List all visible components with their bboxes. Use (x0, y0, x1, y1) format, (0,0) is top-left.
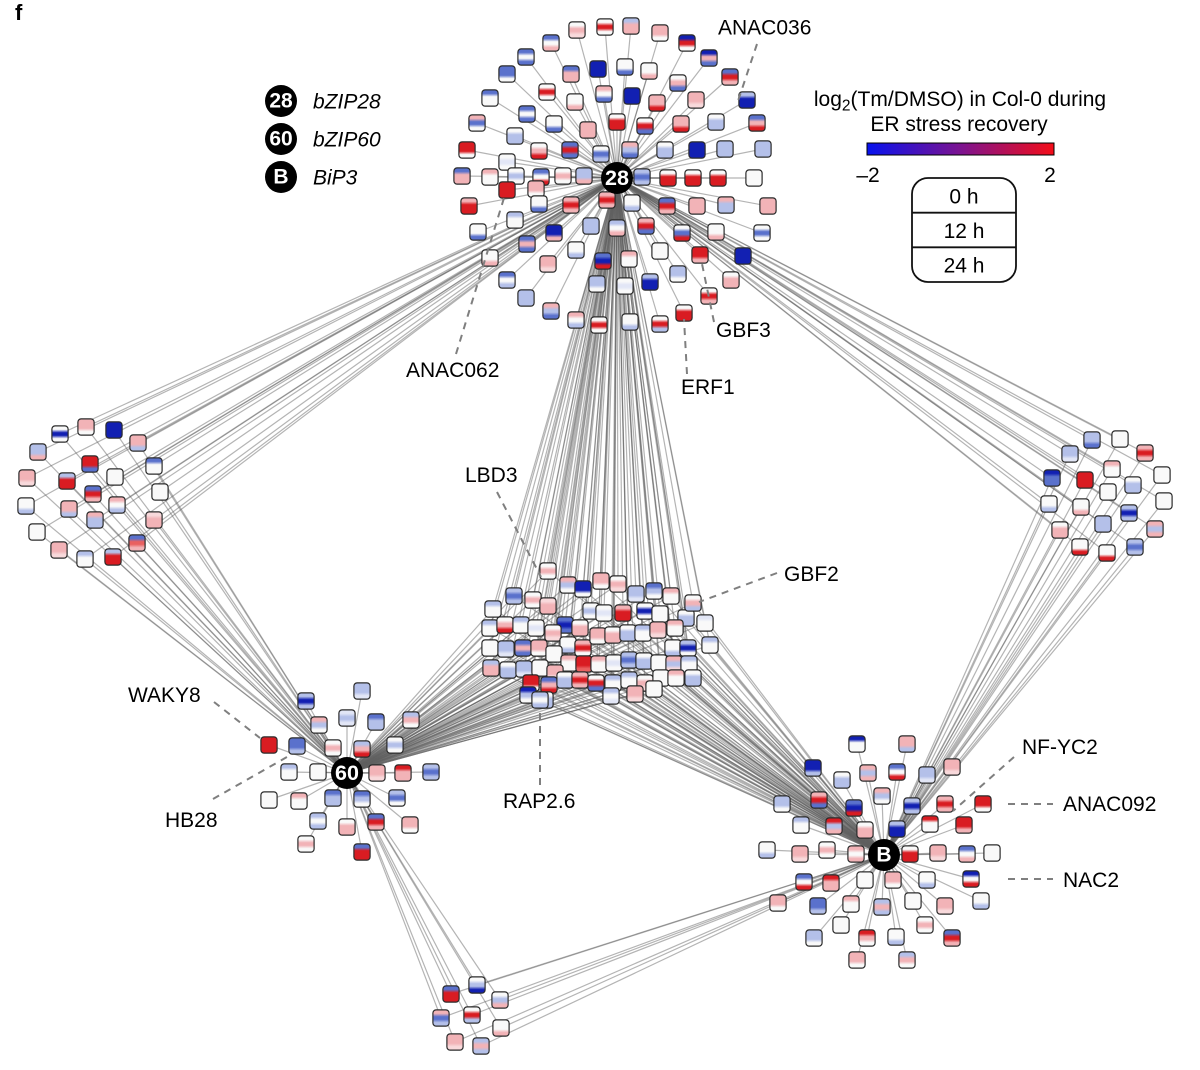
svg-text:B: B (876, 844, 891, 867)
svg-text:bZIP60: bZIP60 (313, 129, 381, 152)
svg-text:0 h: 0 h (949, 186, 978, 209)
svg-text:28: 28 (269, 90, 293, 113)
svg-text:LBD3: LBD3 (465, 464, 518, 487)
svg-text:HB28: HB28 (165, 809, 218, 832)
svg-text:RAP2.6: RAP2.6 (503, 790, 575, 813)
svg-text:ERF1: ERF1 (681, 376, 735, 399)
svg-text:WAKY8: WAKY8 (128, 684, 201, 707)
svg-text:12 h: 12 h (944, 220, 985, 243)
svg-text:60: 60 (335, 761, 359, 785)
svg-text:NF-YC2: NF-YC2 (1022, 736, 1098, 759)
svg-text:f: f (15, 0, 23, 25)
svg-text:GBF2: GBF2 (784, 563, 839, 586)
svg-text:2: 2 (1044, 164, 1056, 187)
svg-text:BiP3: BiP3 (313, 167, 358, 190)
svg-text:B: B (273, 166, 288, 189)
svg-text:ANAC092: ANAC092 (1063, 793, 1156, 816)
svg-text:60: 60 (269, 128, 292, 151)
svg-text:bZIP28: bZIP28 (313, 91, 381, 114)
svg-text:24 h: 24 h (944, 255, 985, 278)
svg-text:GBF3: GBF3 (716, 319, 771, 342)
svg-text:28: 28 (605, 166, 629, 190)
svg-text:ANAC062: ANAC062 (406, 359, 499, 382)
svg-text:ER stress recovery: ER stress recovery (870, 113, 1048, 136)
svg-text:ANAC036: ANAC036 (718, 17, 811, 40)
svg-text:log2(Tm/DMSO) in Col-0 during: log2(Tm/DMSO) in Col-0 during (814, 88, 1106, 115)
svg-text:NAC2: NAC2 (1063, 869, 1119, 892)
svg-text:–2: –2 (856, 164, 879, 187)
